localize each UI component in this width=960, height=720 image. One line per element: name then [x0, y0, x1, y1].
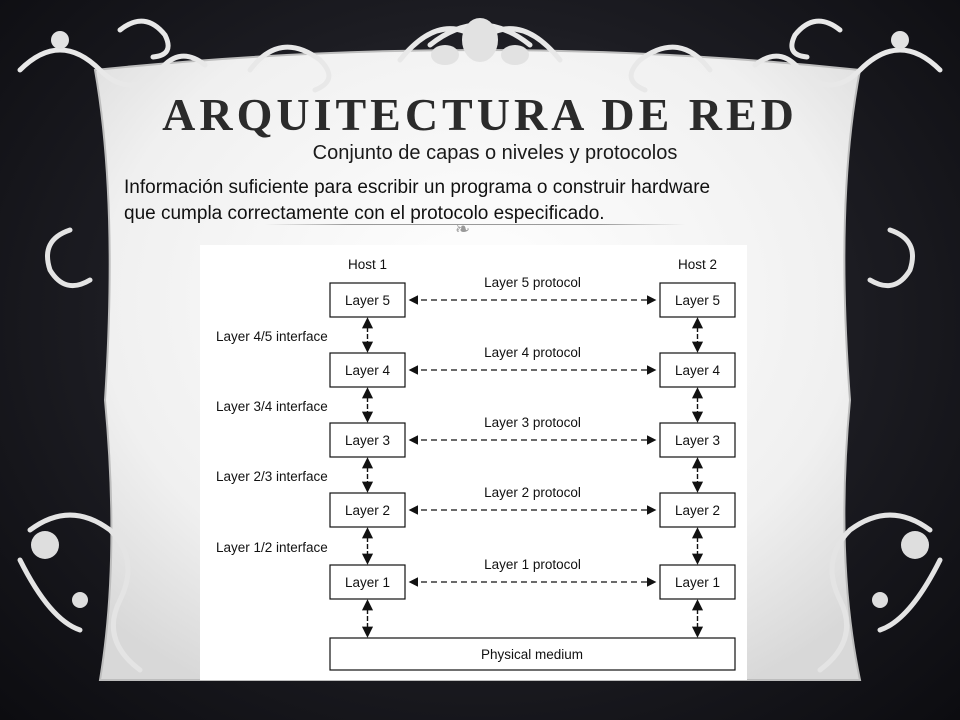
divider-flourish-icon: ❧: [455, 219, 471, 240]
host-2-layer-label: Layer 1: [675, 575, 720, 590]
host-1-layer-box: [329, 352, 406, 388]
host-2-layer-box: [659, 492, 736, 528]
host-2-layer-label: Layer 5: [675, 293, 720, 308]
host-1-layer-label: Layer 1: [345, 575, 390, 590]
host-2-layer-label: Layer 3: [675, 433, 720, 448]
host-2-layer-label: Layer 4: [675, 363, 721, 378]
interface-label: Layer 3/4 interface: [216, 399, 328, 414]
host-1-layer-box: [329, 564, 406, 600]
title-divider: [265, 224, 685, 225]
side-scroll-ornament: [17, 227, 943, 673]
host-2-layer-box: [659, 564, 736, 600]
host-2-layer-label: Layer 2: [675, 503, 720, 518]
host-1-label: Host 1: [348, 257, 387, 272]
host-1-layer-box: [329, 282, 406, 318]
host-2-layer-box: [659, 282, 736, 318]
protocol-label: Layer 2 protocol: [484, 485, 581, 500]
host-1-layer-box: [329, 492, 406, 528]
slide-subtitle: Conjunto de capas o niveles y protocolos: [312, 142, 678, 164]
interface-label: Layer 2/3 interface: [216, 469, 328, 484]
protocol-label: Layer 4 protocol: [484, 345, 581, 360]
protocol-label: Layer 1 protocol: [484, 557, 581, 572]
network-layers-diagram: Host 1 Host 2 Layer 5 Layer 5 Layer 5 protoc…: [200, 245, 747, 680]
host-1-layer-label: Layer 3: [345, 433, 390, 448]
host-2-label: Host 2: [678, 257, 717, 272]
corner-ornament: [31, 531, 929, 608]
host-2-layer-box: [659, 422, 736, 458]
host-1-layer-box: [329, 422, 406, 458]
interface-label: Layer 4/5 interface: [216, 329, 328, 344]
body-line: Información suficiente para escribir un …: [124, 177, 711, 198]
host-1-layer-label: Layer 5: [345, 293, 390, 308]
slide-title: ARQUITECTURA DE RED: [162, 89, 798, 140]
layers-diagram-svg: Host 1 Host 2 Layer 5 Layer 5 Layer 5 protoc…: [216, 257, 736, 671]
slide-body: Información suficiente para escribir un …: [124, 175, 884, 227]
interface-label: Layer 1/2 interface: [216, 540, 328, 555]
protocol-label: Layer 5 protocol: [484, 275, 581, 290]
protocol-label: Layer 3 protocol: [484, 415, 581, 430]
top-crest-ornament: [51, 18, 909, 65]
body-line: que cumpla correctamente con el protocol…: [124, 203, 605, 224]
physical-medium-label: Physical medium: [481, 647, 583, 662]
physical-medium-box: [329, 637, 736, 671]
host-1-layer-label: Layer 2: [345, 503, 390, 518]
host-2-layer-box: [659, 352, 736, 388]
host-1-layer-label: Layer 4: [345, 363, 391, 378]
